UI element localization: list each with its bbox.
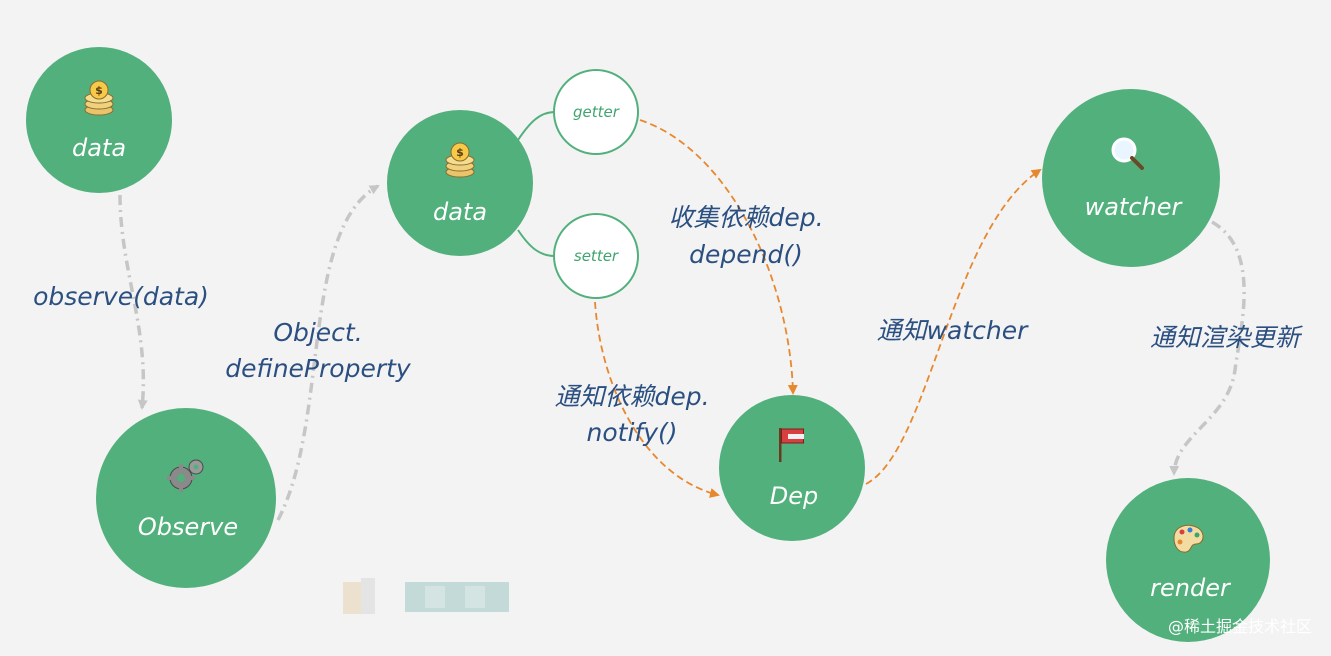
arrow-data-to-observe (118, 194, 148, 410)
palette-icon (1173, 524, 1204, 553)
node-watcher-label: watcher (1085, 193, 1184, 221)
arrow-watcher-to-render (1169, 220, 1246, 476)
arrow-observe-to-data (276, 184, 380, 521)
label-notify-line2: notify() (587, 418, 678, 447)
arrow-setter-to-dep (594, 301, 720, 498)
node-dep: Dep (719, 395, 865, 541)
node-dep-label: Dep (770, 482, 818, 510)
label-notify-render: 通知渲染更新 (1150, 323, 1303, 352)
label-notify-line1: 通知依赖dep. (554, 382, 709, 411)
blurred-image-placeholder (343, 578, 509, 614)
gears-icon (167, 459, 204, 492)
connector-data-setter (517, 229, 556, 257)
svg-text:$: $ (456, 146, 464, 159)
node-data-reactive-label: data (433, 198, 487, 226)
label-collect-line2: depend() (689, 240, 803, 269)
watermark-text: @稀土掘金技术社区 (1168, 617, 1312, 636)
node-setter-label: setter (574, 247, 619, 265)
node-watcher: watcher (1042, 89, 1220, 267)
node-observe-label: Observe (138, 513, 238, 541)
label-collect-line1: 收集依赖dep. (668, 203, 823, 232)
node-render: render (1106, 478, 1270, 642)
label-define-line1: Object. (273, 318, 362, 347)
label-define-line2: defineProperty (225, 354, 412, 383)
label-notify-watcher: 通知watcher (877, 316, 1030, 345)
node-getter-label: getter (573, 103, 620, 121)
node-render-label: render (1150, 574, 1232, 602)
arrow-getter-to-dep (639, 119, 798, 395)
magnifier-icon (1111, 137, 1144, 170)
node-data-reactive: $ data (387, 110, 533, 256)
node-getter: getter (553, 69, 639, 155)
node-observe: Observe (96, 408, 276, 588)
coin-stack-icon: $ (445, 142, 475, 178)
node-data-source-label: data (72, 134, 126, 162)
node-data-source: $ data (26, 47, 172, 193)
arrow-dep-to-watcher (865, 168, 1042, 485)
label-observe-data: observe(data) (33, 282, 209, 311)
coin-stack-icon: $ (84, 80, 114, 116)
svg-text:$: $ (95, 84, 103, 97)
flag-icon (779, 428, 804, 462)
node-setter: setter (553, 213, 639, 299)
connector-data-getter (517, 111, 556, 141)
